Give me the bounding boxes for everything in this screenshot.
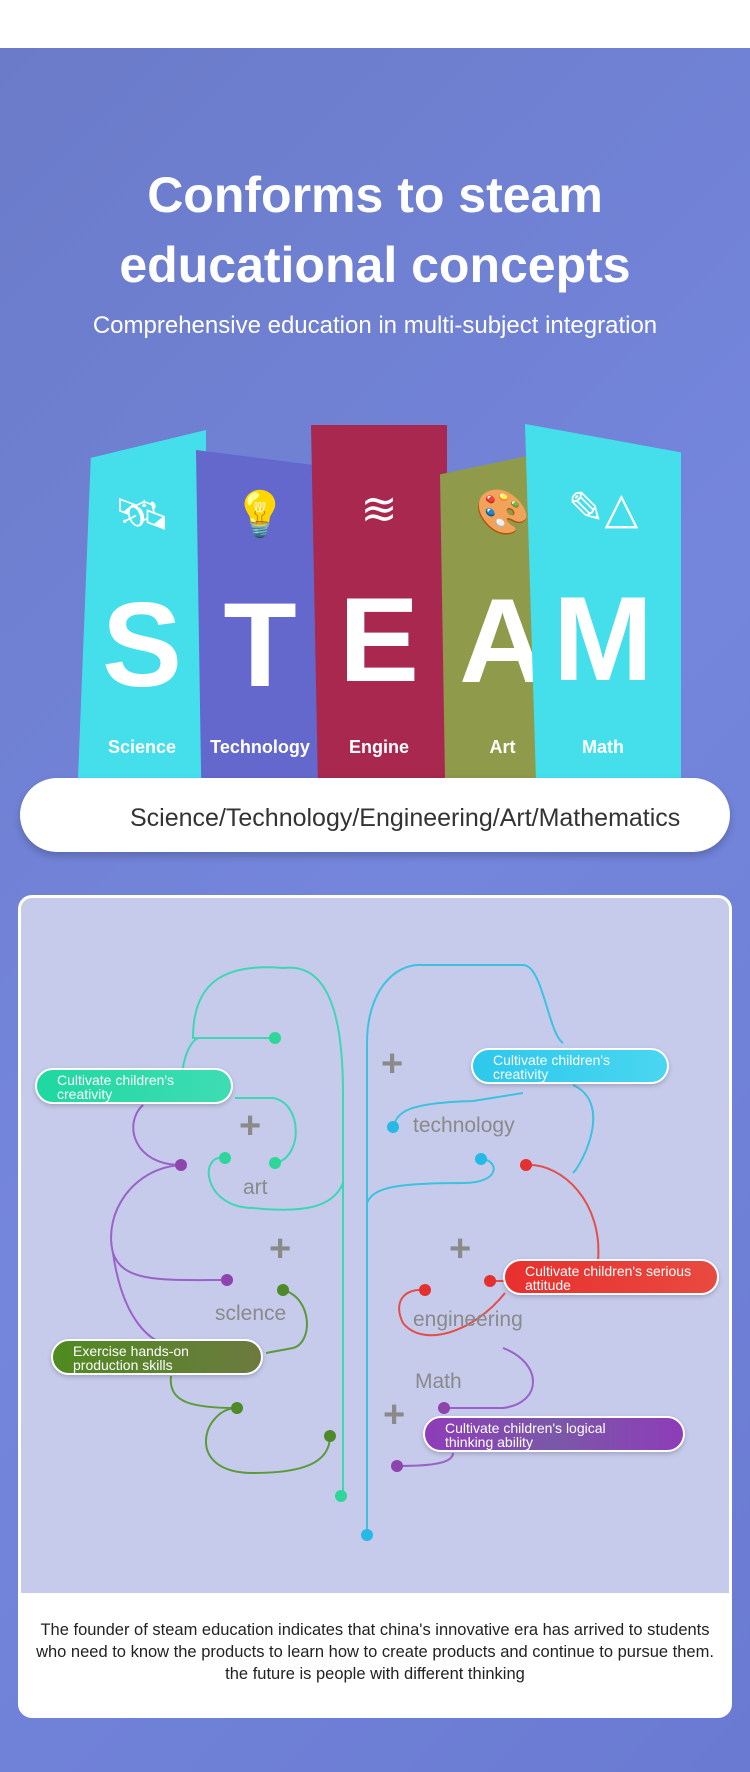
book-letter: E: [338, 573, 420, 707]
label-math: Math: [415, 1370, 462, 1393]
book-label: Engine: [348, 737, 409, 757]
plus-icon: +: [383, 1394, 406, 1436]
palette-icon: 🎨: [475, 488, 530, 537]
label-technology: technology: [413, 1114, 515, 1137]
plus-icon: +: [269, 1228, 292, 1270]
tag-creativity-left: Cultivate children's creativity: [35, 1068, 233, 1104]
book-letter: M: [553, 572, 653, 706]
green-trunk: [191, 966, 344, 1493]
description-text: The founder of steam education indicates…: [21, 1593, 729, 1715]
satellite-icon: 🛰: [114, 490, 170, 539]
layers-icon: ≋: [360, 485, 398, 534]
page-subtitle: Comprehensive education in multi-subject…: [92, 312, 658, 339]
steam-banner: Science/Technology/Engineering/Art/Mathe…: [20, 778, 730, 852]
book-letter: S: [101, 578, 183, 712]
brain-diagram: [110, 963, 600, 1541]
blue-trunk: [366, 963, 595, 1535]
book-label: Science: [107, 737, 177, 757]
tag-logical-thinking: Cultivate children's logical thinking ab…: [423, 1416, 685, 1452]
book-label: Math: [582, 737, 624, 757]
book-science: 🛰 S Science: [78, 430, 206, 778]
tag-serious-attitude: Cultivate children's serious attitude: [503, 1259, 719, 1295]
tag-hands-on: Exercise hands-on production skills: [51, 1339, 263, 1375]
plus-icon: +: [381, 1043, 404, 1085]
book-engine: ≋ E Engine: [311, 425, 447, 778]
label-science: sclence: [215, 1302, 287, 1325]
book-label: Art: [489, 737, 516, 757]
label-engineering: engineering: [413, 1308, 523, 1331]
plus-icon: +: [239, 1105, 262, 1147]
book-technology: 💡 T Technology: [196, 450, 324, 778]
tag-creativity-right: Cultivate children's creativity: [471, 1048, 669, 1084]
book-math: ✎△ M Math: [525, 424, 681, 778]
label-art: art: [243, 1176, 268, 1199]
book-letter: T: [223, 578, 297, 712]
brain-card: technology art sclence engineering Math …: [18, 895, 732, 1718]
book-label: Technology: [210, 737, 310, 757]
plus-icon: +: [449, 1228, 472, 1270]
pencil-ruler-icon: ✎△: [567, 484, 639, 533]
lightbulb-icon: 💡: [232, 490, 288, 539]
